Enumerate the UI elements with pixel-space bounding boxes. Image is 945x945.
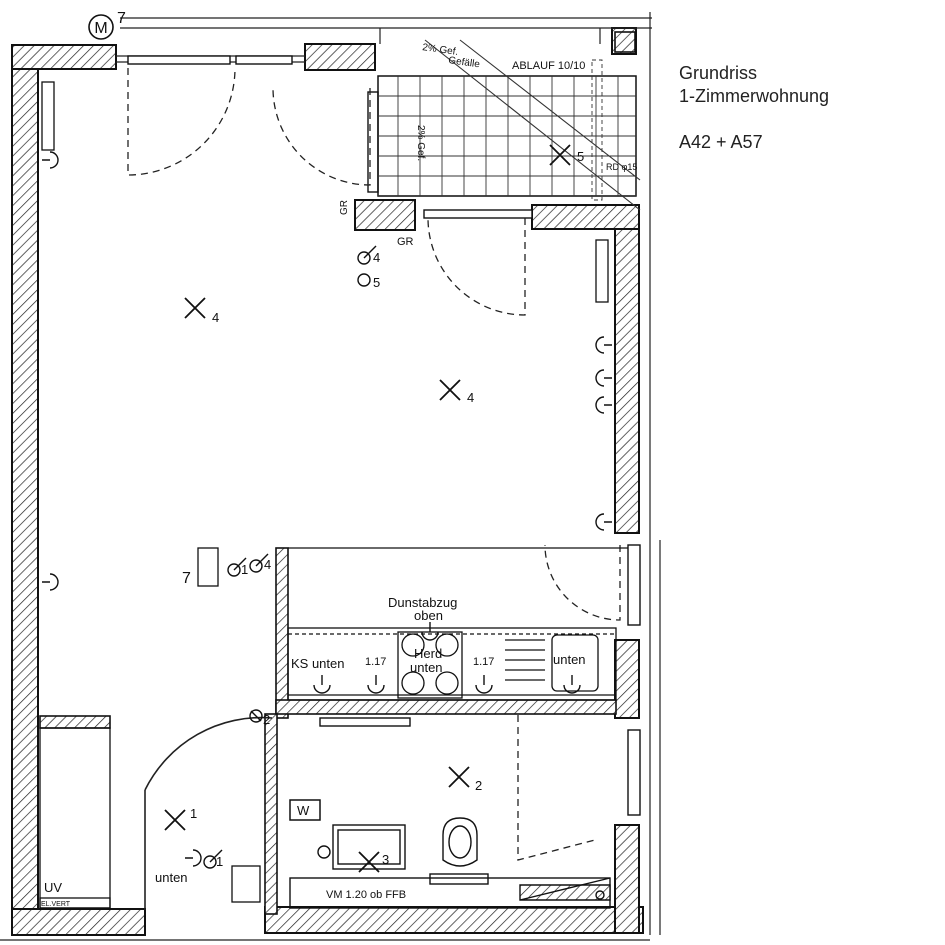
wall-top-left xyxy=(11,44,117,70)
kitchen-counter xyxy=(287,547,628,701)
drain-label: ABLAUF 10/10 xyxy=(512,60,585,72)
light-living-2-number: 4 xyxy=(467,390,474,405)
uv-label: UV xyxy=(44,880,62,895)
stove-label: Herd xyxy=(414,646,442,661)
door-swings xyxy=(127,67,621,861)
sockets xyxy=(42,151,612,867)
hood-label: Dunstabzug xyxy=(388,595,457,610)
light-balcony xyxy=(549,144,571,166)
light-bath xyxy=(448,766,470,788)
outline-lines xyxy=(0,12,661,941)
balcony-gutter: Gefälle xyxy=(448,55,481,70)
windows xyxy=(127,55,641,816)
wall-column xyxy=(354,199,416,231)
light-bath-number: 2 xyxy=(475,778,482,793)
balcony-tiles xyxy=(377,39,641,211)
switch-5-number: 5 xyxy=(373,275,380,290)
switch-1-number: 1 xyxy=(241,562,248,577)
wall-left xyxy=(11,44,39,936)
interior-walls xyxy=(39,547,617,915)
wall-top-mid xyxy=(304,43,376,71)
storage-top-wall xyxy=(39,715,111,729)
light-entry-number: 1 xyxy=(190,806,197,821)
wall-bottom-left xyxy=(11,908,146,936)
stove-pos: unten xyxy=(410,660,443,675)
switch-4-number: 4 xyxy=(264,557,271,572)
light-living-1 xyxy=(184,297,206,319)
fridge-label: KS unten xyxy=(291,656,345,671)
washbasin xyxy=(332,824,406,870)
gr-label-1: GR xyxy=(339,200,350,215)
switch-2-number: 2 xyxy=(263,712,270,727)
toilet xyxy=(442,817,478,867)
wall-bottom-right xyxy=(264,906,644,934)
wall-right-upper xyxy=(614,204,640,534)
bathroom-left-wall xyxy=(264,713,278,915)
dim-left: 1.17 xyxy=(365,656,386,668)
bathroom-fixtures xyxy=(289,717,611,909)
axis-number: 7 xyxy=(117,10,126,27)
switch-3-number: 3 xyxy=(382,852,389,867)
switches xyxy=(203,245,377,869)
drain-pipe-label: RD φ15 xyxy=(606,162,637,172)
w-label: W xyxy=(297,803,310,818)
caption-subtitle: 1-Zimmerwohnung xyxy=(679,86,830,106)
axis-marker-label: M xyxy=(94,20,107,37)
wall-bathroom-top xyxy=(531,204,640,230)
hood-pos: oben xyxy=(414,608,443,623)
vm-label: VM 1.20 ob FFB xyxy=(326,889,406,901)
gr-label-2: GR xyxy=(397,236,414,248)
plan-labels: 2% Gef. Gefälle ABLAUF 10/10 RD φ15 2% G… xyxy=(41,42,637,908)
intercom-number: 7 xyxy=(182,570,191,587)
light-living-1-number: 4 xyxy=(212,310,219,325)
switch-4b-number: 4 xyxy=(373,250,380,265)
light-mirror xyxy=(358,851,380,873)
el-vert-label: EL.VERT xyxy=(41,901,71,908)
wall-right-lower xyxy=(614,824,640,934)
ceiling-lights xyxy=(164,144,571,873)
wall-fixtures xyxy=(41,81,609,903)
unten-entry-label: unten xyxy=(155,870,188,885)
bath-light xyxy=(319,717,411,727)
balcony-slope: 2% Gef. xyxy=(422,42,459,58)
sink-pos: unten xyxy=(553,652,586,667)
light-entry xyxy=(164,809,186,831)
bathroom-top-wall xyxy=(275,699,617,715)
exterior-walls xyxy=(11,27,644,936)
light-living-2 xyxy=(439,379,461,401)
dim-right: 1.17 xyxy=(473,656,494,668)
wall-right-mid xyxy=(614,639,640,719)
storage-box xyxy=(39,727,111,909)
axis-marker: M 7 xyxy=(88,10,126,40)
kitchen-side-wall xyxy=(275,547,289,719)
caption-title: Grundriss xyxy=(679,63,758,83)
light-balcony-number: 5 xyxy=(577,149,584,164)
entry-door xyxy=(144,716,273,910)
caption-units: A42 + A57 xyxy=(679,132,763,152)
plan-caption: Grundriss 1-Zimmerwohnung A42 + A57 xyxy=(679,62,829,154)
balcony-slope-vertical: 2% Gef. xyxy=(415,125,426,161)
switch-1b-number: 1 xyxy=(216,854,223,869)
